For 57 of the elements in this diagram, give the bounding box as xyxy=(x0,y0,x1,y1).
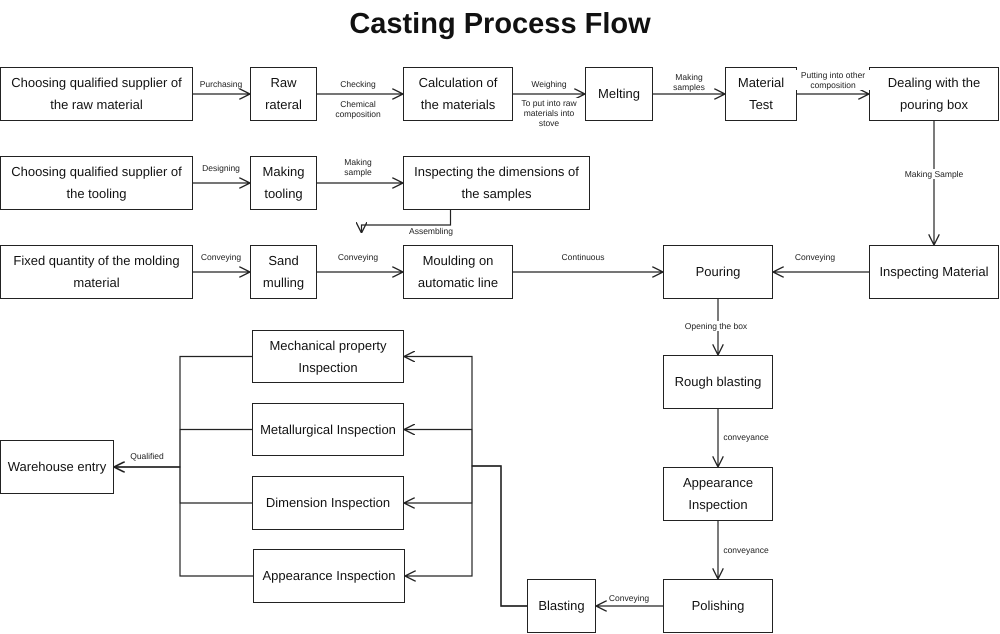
edge-label: Making Sample xyxy=(904,169,964,179)
process-box: Material Test xyxy=(725,67,797,121)
edge-label: conveyance xyxy=(722,545,770,555)
edge-label: Assembling xyxy=(408,226,454,236)
process-box: Melting xyxy=(585,67,653,121)
process-box: Dealing with the pouring box xyxy=(869,67,999,121)
edge-label: conveyance xyxy=(722,432,770,442)
arrow xyxy=(317,176,404,190)
process-box: Choosing qualified supplier of the raw material xyxy=(0,67,193,121)
arrow xyxy=(513,266,664,278)
arrow xyxy=(513,88,586,100)
arrow xyxy=(113,460,253,577)
arrow xyxy=(355,210,452,234)
edge-label: Designing xyxy=(201,163,241,173)
edge-label: Putting into other composition xyxy=(795,70,871,90)
process-box: Mechanical property Inspection xyxy=(252,330,404,383)
edge-label: Qualified xyxy=(129,451,165,461)
process-box: Metallurgical Inspection xyxy=(252,403,404,456)
process-box: Sand mulling xyxy=(250,245,317,299)
process-box: Raw rateral xyxy=(250,67,317,121)
edge-label: Conveying xyxy=(608,593,650,603)
arrow xyxy=(317,88,404,100)
process-box: Appearance Inspection xyxy=(253,549,405,603)
arrow xyxy=(712,521,724,580)
arrow xyxy=(193,88,251,100)
edge-label: Checking xyxy=(339,79,377,89)
arrow xyxy=(928,121,940,246)
process-box: Calculation of the materials xyxy=(403,67,513,121)
arrow xyxy=(193,266,251,278)
arrow xyxy=(797,88,870,100)
process-box: Blasting xyxy=(527,579,596,633)
arrow xyxy=(712,409,724,468)
edge-label: Conveying xyxy=(336,252,380,262)
process-box: Inspecting Material xyxy=(869,245,999,299)
process-box: Rough blasting xyxy=(663,355,773,409)
arrow xyxy=(193,176,251,190)
edge-label: Continuous xyxy=(560,252,606,262)
edge-label: Opening the box xyxy=(684,321,748,331)
process-box: Appearance Inspection xyxy=(663,467,773,521)
edge-label: Conveying xyxy=(794,252,836,262)
process-box: Choosing qualified supplier of the tooling xyxy=(0,156,193,210)
arrow xyxy=(317,266,404,278)
edge-label: Purchasing xyxy=(198,79,244,89)
process-box: Moulding on automatic line xyxy=(403,245,513,299)
process-box: Pouring xyxy=(663,245,773,299)
process-box: Inspecting the dimensions of the samples xyxy=(403,156,590,210)
arrow xyxy=(595,600,663,612)
process-box: Warehouse entry xyxy=(0,440,114,494)
arrow xyxy=(772,266,869,278)
process-box: Polishing xyxy=(663,579,773,633)
edge-label: Conveying xyxy=(200,252,242,262)
arrow xyxy=(653,88,726,100)
process-box: Dimension Inspection xyxy=(252,476,404,530)
edge-label: Weighing xyxy=(530,79,568,89)
diagram-title: Casting Process Flow xyxy=(348,8,652,41)
process-box: Making tooling xyxy=(250,156,317,210)
process-box: Fixed quantity of the molding material xyxy=(0,245,193,299)
